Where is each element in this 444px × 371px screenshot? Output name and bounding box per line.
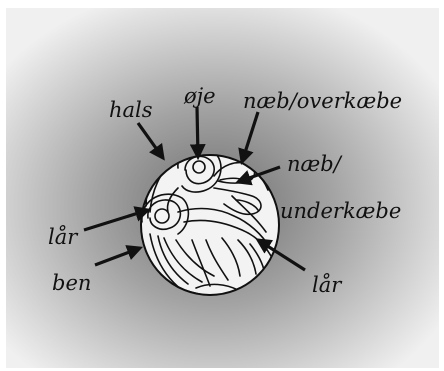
label-naeb-underkaebe-line1: næb/ — [287, 152, 343, 176]
label-hals: hals — [109, 98, 153, 122]
label-naeb-underkaebe-line2: underkæbe — [280, 199, 401, 223]
label-oje: øje — [183, 84, 216, 108]
label-laar-left: lår — [48, 225, 79, 249]
label-laar-right: lår — [312, 273, 343, 297]
arrow-oje — [197, 107, 198, 157]
label-naeb-overkaebe: næb/overkæbe — [243, 89, 402, 113]
label-ben: ben — [52, 271, 91, 295]
